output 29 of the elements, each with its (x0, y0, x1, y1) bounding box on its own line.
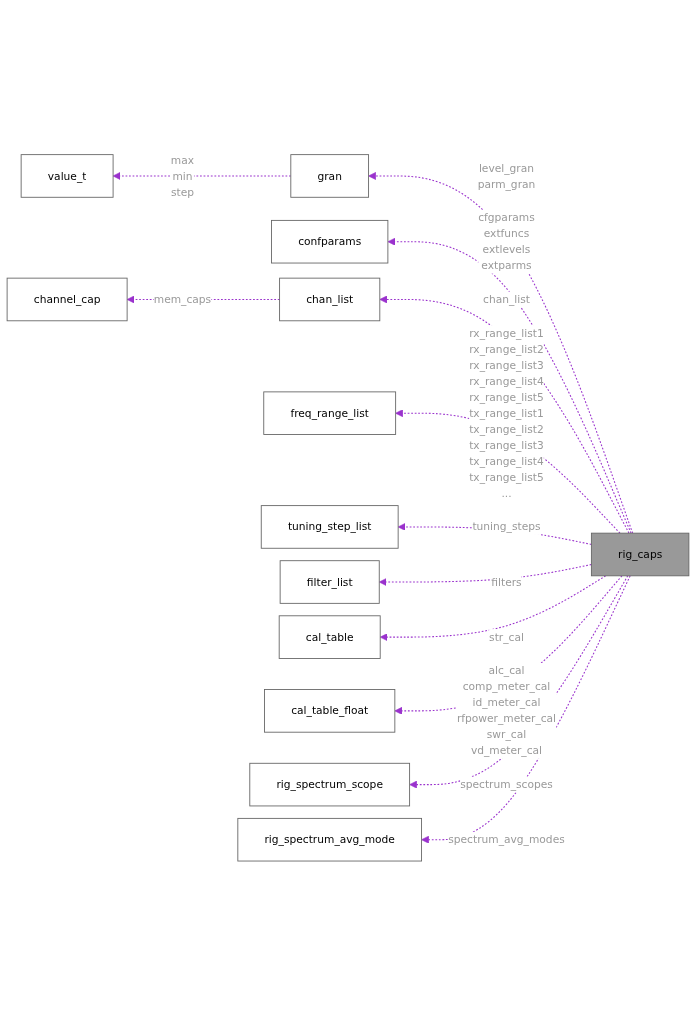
edge-label: rx_range_list1 rx_range_list2 rx_range_list3 rx_range_list4 rx_range_list5 tx_range_list1 tx_range_list2 tx_range_list3 tx_range_list4 tx_range_list5 ... (469, 327, 544, 500)
node-box: confparams (271, 219, 389, 264)
node-box: tuning_step_list (260, 505, 399, 549)
node-box: chan_list (279, 277, 381, 322)
edge-label: mem_caps (153, 293, 212, 306)
edge-label: level_gran parm_gran (477, 161, 536, 191)
arrow (379, 575, 607, 642)
node-box: cal_table_float (264, 689, 396, 733)
arrow (421, 575, 631, 844)
node-box: rig_spectrum_scope (249, 762, 411, 807)
node-box: channel_cap (6, 277, 128, 322)
edge-label: alc_cal comp_meter_cal id_meter_cal rfpower_meter_cal swr_cal vd_meter_cal (456, 664, 557, 758)
edge-label: max min step (170, 153, 195, 199)
node-box: filter_list (279, 560, 380, 604)
node-box: rig_caps (590, 532, 690, 577)
edge-label: spectrum_scopes (460, 778, 553, 791)
node-box: rig_spectrum_avg_mode (237, 817, 422, 862)
node-box: freq_range_list (263, 391, 397, 435)
node-box: cal_table (278, 615, 381, 659)
node-box: value_t (20, 154, 114, 198)
edge-label: spectrum_avg_modes (448, 833, 565, 846)
edge-label: filters (491, 575, 522, 589)
edge-label: chan_list (483, 293, 530, 306)
node-box: gran (290, 154, 370, 198)
arrow (394, 575, 623, 715)
edge-label: cfgparams extfuncs extlevels extparms (478, 211, 535, 272)
arrow (378, 564, 592, 586)
edge-label: tuning_steps (472, 520, 541, 534)
edge-label: str_cal (489, 630, 524, 644)
